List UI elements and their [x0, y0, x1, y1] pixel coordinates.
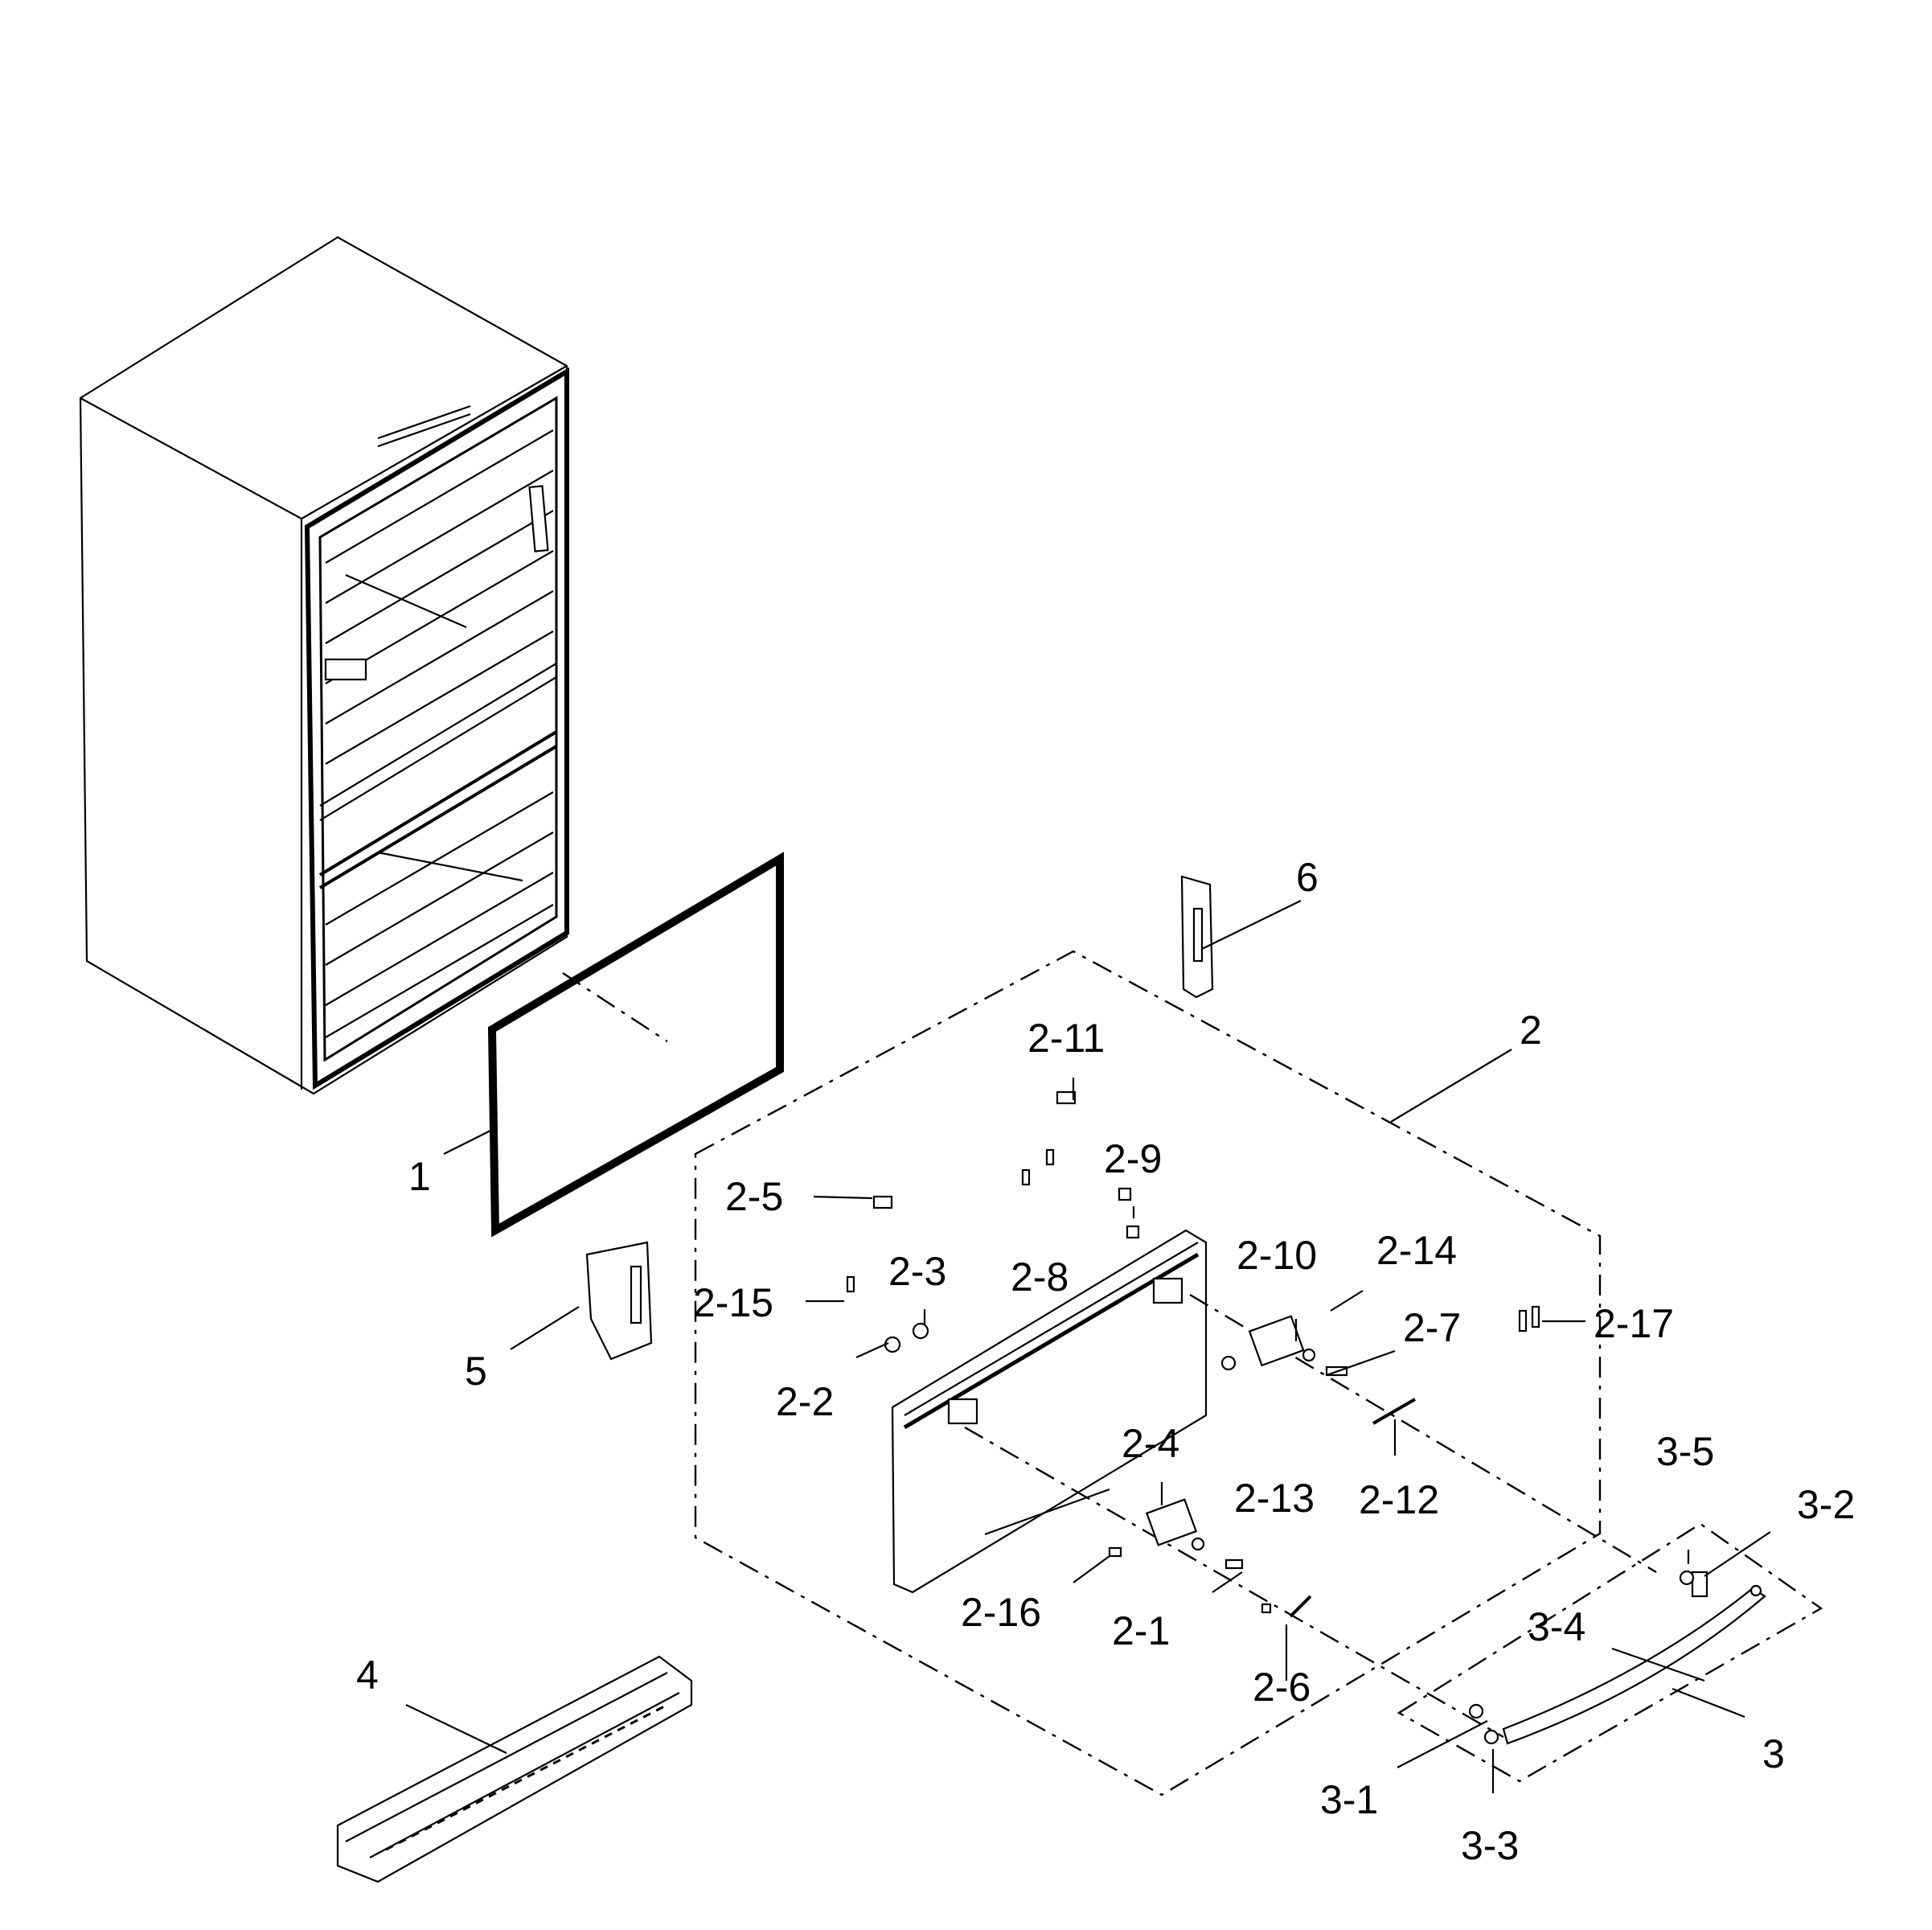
drawer-front — [891, 1229, 1208, 1594]
label-2-10: 2-10 — [1237, 1233, 1317, 1278]
label-2-15: 2-15 — [693, 1280, 773, 1325]
label-2-13: 2-13 — [1234, 1476, 1315, 1521]
label-1: 1 — [408, 1154, 431, 1199]
assembly-2-boundary — [694, 950, 1602, 1797]
label-3-1: 3-1 — [1320, 1777, 1378, 1822]
label-3-3: 3-3 — [1461, 1823, 1519, 1868]
handle-assembly — [1397, 1522, 1823, 1783]
label-2-3: 2-3 — [888, 1249, 946, 1294]
label-2-8: 2-8 — [1011, 1254, 1069, 1300]
label-2-7: 2-7 — [1403, 1305, 1461, 1350]
leader-lines — [405, 900, 1771, 1793]
basket — [336, 1655, 693, 1883]
label-2-5: 2-5 — [725, 1174, 783, 1219]
label-2: 2 — [1520, 1008, 1542, 1053]
label-4: 4 — [356, 1653, 379, 1698]
label-2-14: 2-14 — [1376, 1228, 1457, 1273]
label-2-17: 2-17 — [1594, 1301, 1674, 1346]
label-2-9: 2-9 — [1104, 1136, 1162, 1181]
label-6: 6 — [1296, 855, 1319, 900]
label-2-16: 2-16 — [961, 1590, 1041, 1635]
label-2-4: 2-4 — [1122, 1421, 1179, 1466]
hardware-parts — [846, 1090, 1540, 1618]
label-5: 5 — [465, 1349, 487, 1394]
refrigerator-cabinet — [79, 236, 569, 1095]
label-2-6: 2-6 — [1253, 1665, 1311, 1710]
door-gasket — [487, 852, 784, 1238]
label-2-12: 2-12 — [1359, 1477, 1439, 1522]
label-2-11: 2-11 — [1028, 1016, 1105, 1061]
label-3-5: 3-5 — [1656, 1429, 1714, 1474]
label-3: 3 — [1762, 1731, 1785, 1776]
label-2-2: 2-2 — [776, 1379, 834, 1424]
label-2-1: 2-1 — [1112, 1608, 1170, 1653]
part-labels: 1 2 6 5 4 2-11 2-9 2-5 2-3 2-8 2-15 2-10… — [356, 855, 1855, 1868]
label-3-4: 3-4 — [1528, 1604, 1585, 1649]
label-3-2: 3-2 — [1797, 1482, 1855, 1527]
